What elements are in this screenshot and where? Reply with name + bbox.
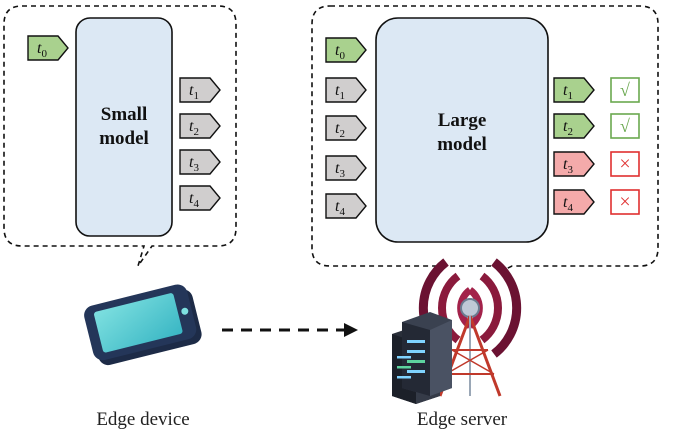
server-input-token-4: t4 [325, 193, 367, 219]
device-output-token-0-label: t1 [189, 82, 199, 102]
server-input-token-2-shape [325, 115, 367, 141]
server-output-token-1: t2 [553, 113, 595, 139]
server-output-token-0: t1 [553, 77, 595, 103]
server-output-token-3-label: t4 [563, 194, 573, 214]
large-model-label-1: Large [438, 110, 487, 131]
server-input-token-1-shape [325, 77, 367, 103]
reject-cross-icon: × [610, 189, 640, 215]
server-input-token-0: t0 [325, 37, 367, 63]
server-input-token-3: t3 [325, 155, 367, 181]
server-input-token-3-shape [325, 155, 367, 181]
server-input-token-2: t2 [325, 115, 367, 141]
smartphone-icon [84, 284, 202, 366]
server-input-token-4-shape [325, 193, 367, 219]
device-output-token-1-shape [179, 113, 221, 139]
large-model-box [375, 17, 549, 243]
verification-marks: √ √ × × [610, 77, 640, 215]
server-output-token-3: t4 [553, 189, 595, 215]
accept-check-icon: √ [610, 77, 640, 103]
server-output-token-1-shape [553, 113, 595, 139]
device-output-token-2: t3 [179, 149, 221, 175]
server-output-token-3-shape [553, 189, 595, 215]
device-output-token-1-label: t2 [189, 118, 199, 138]
device-input-token-t0: t0 [27, 35, 69, 61]
server-output-token-2-shape [553, 151, 595, 177]
device-output-tokens: t1 t2 t3 t4 [179, 77, 221, 211]
device-output-token-0-shape [179, 77, 221, 103]
small-model-box [75, 17, 173, 237]
server-output-token-1-label: t2 [563, 118, 573, 138]
mark-label: √ [620, 80, 630, 100]
edge-device-caption: Edge device [96, 409, 189, 430]
device-output-token-3-shape [179, 185, 221, 211]
server-output-token-2: t3 [553, 151, 595, 177]
server-input-token-2-label: t2 [335, 120, 345, 140]
server-input-tokens: t0 t1 t2 t3 t4 [325, 37, 367, 219]
server-rack-icon [392, 312, 452, 404]
mark-label: × [619, 191, 630, 213]
server-input-token-1-label: t1 [335, 82, 345, 102]
server-output-tokens: t1 t2 t3 t4 [553, 77, 595, 215]
server-input-token-0-label: t0 [335, 42, 345, 62]
device-input-token: t0 [27, 35, 69, 61]
device-output-token-1: t2 [179, 113, 221, 139]
device-output-token-3-label: t4 [189, 190, 199, 210]
device-output-token-2-shape [179, 149, 221, 175]
device-output-token-0: t1 [179, 77, 221, 103]
edge-server-caption: Edge server [417, 409, 508, 430]
device-input-token-t0-shape [27, 35, 69, 61]
large-model-label-2: model [437, 134, 487, 155]
server-output-token-2-label: t3 [563, 156, 573, 176]
device-output-token-3: t4 [179, 185, 221, 211]
mark-label: √ [620, 116, 630, 136]
accept-check-icon: √ [610, 113, 640, 139]
server-input-token-1: t1 [325, 77, 367, 103]
server-input-token-3-label: t3 [335, 160, 345, 180]
device-input-token-t0-label: t0 [37, 40, 47, 60]
reject-cross-icon: × [610, 151, 640, 177]
device-output-token-2-label: t3 [189, 154, 199, 174]
server-output-token-0-shape [553, 77, 595, 103]
mark-label: × [619, 153, 630, 175]
small-model-label-2: model [99, 128, 149, 149]
server-input-token-4-label: t4 [335, 198, 345, 218]
server-input-token-0-shape [325, 37, 367, 63]
transmission-arrow [222, 323, 358, 337]
small-model-label-1: Small [101, 104, 147, 125]
server-output-token-0-label: t1 [563, 82, 573, 102]
